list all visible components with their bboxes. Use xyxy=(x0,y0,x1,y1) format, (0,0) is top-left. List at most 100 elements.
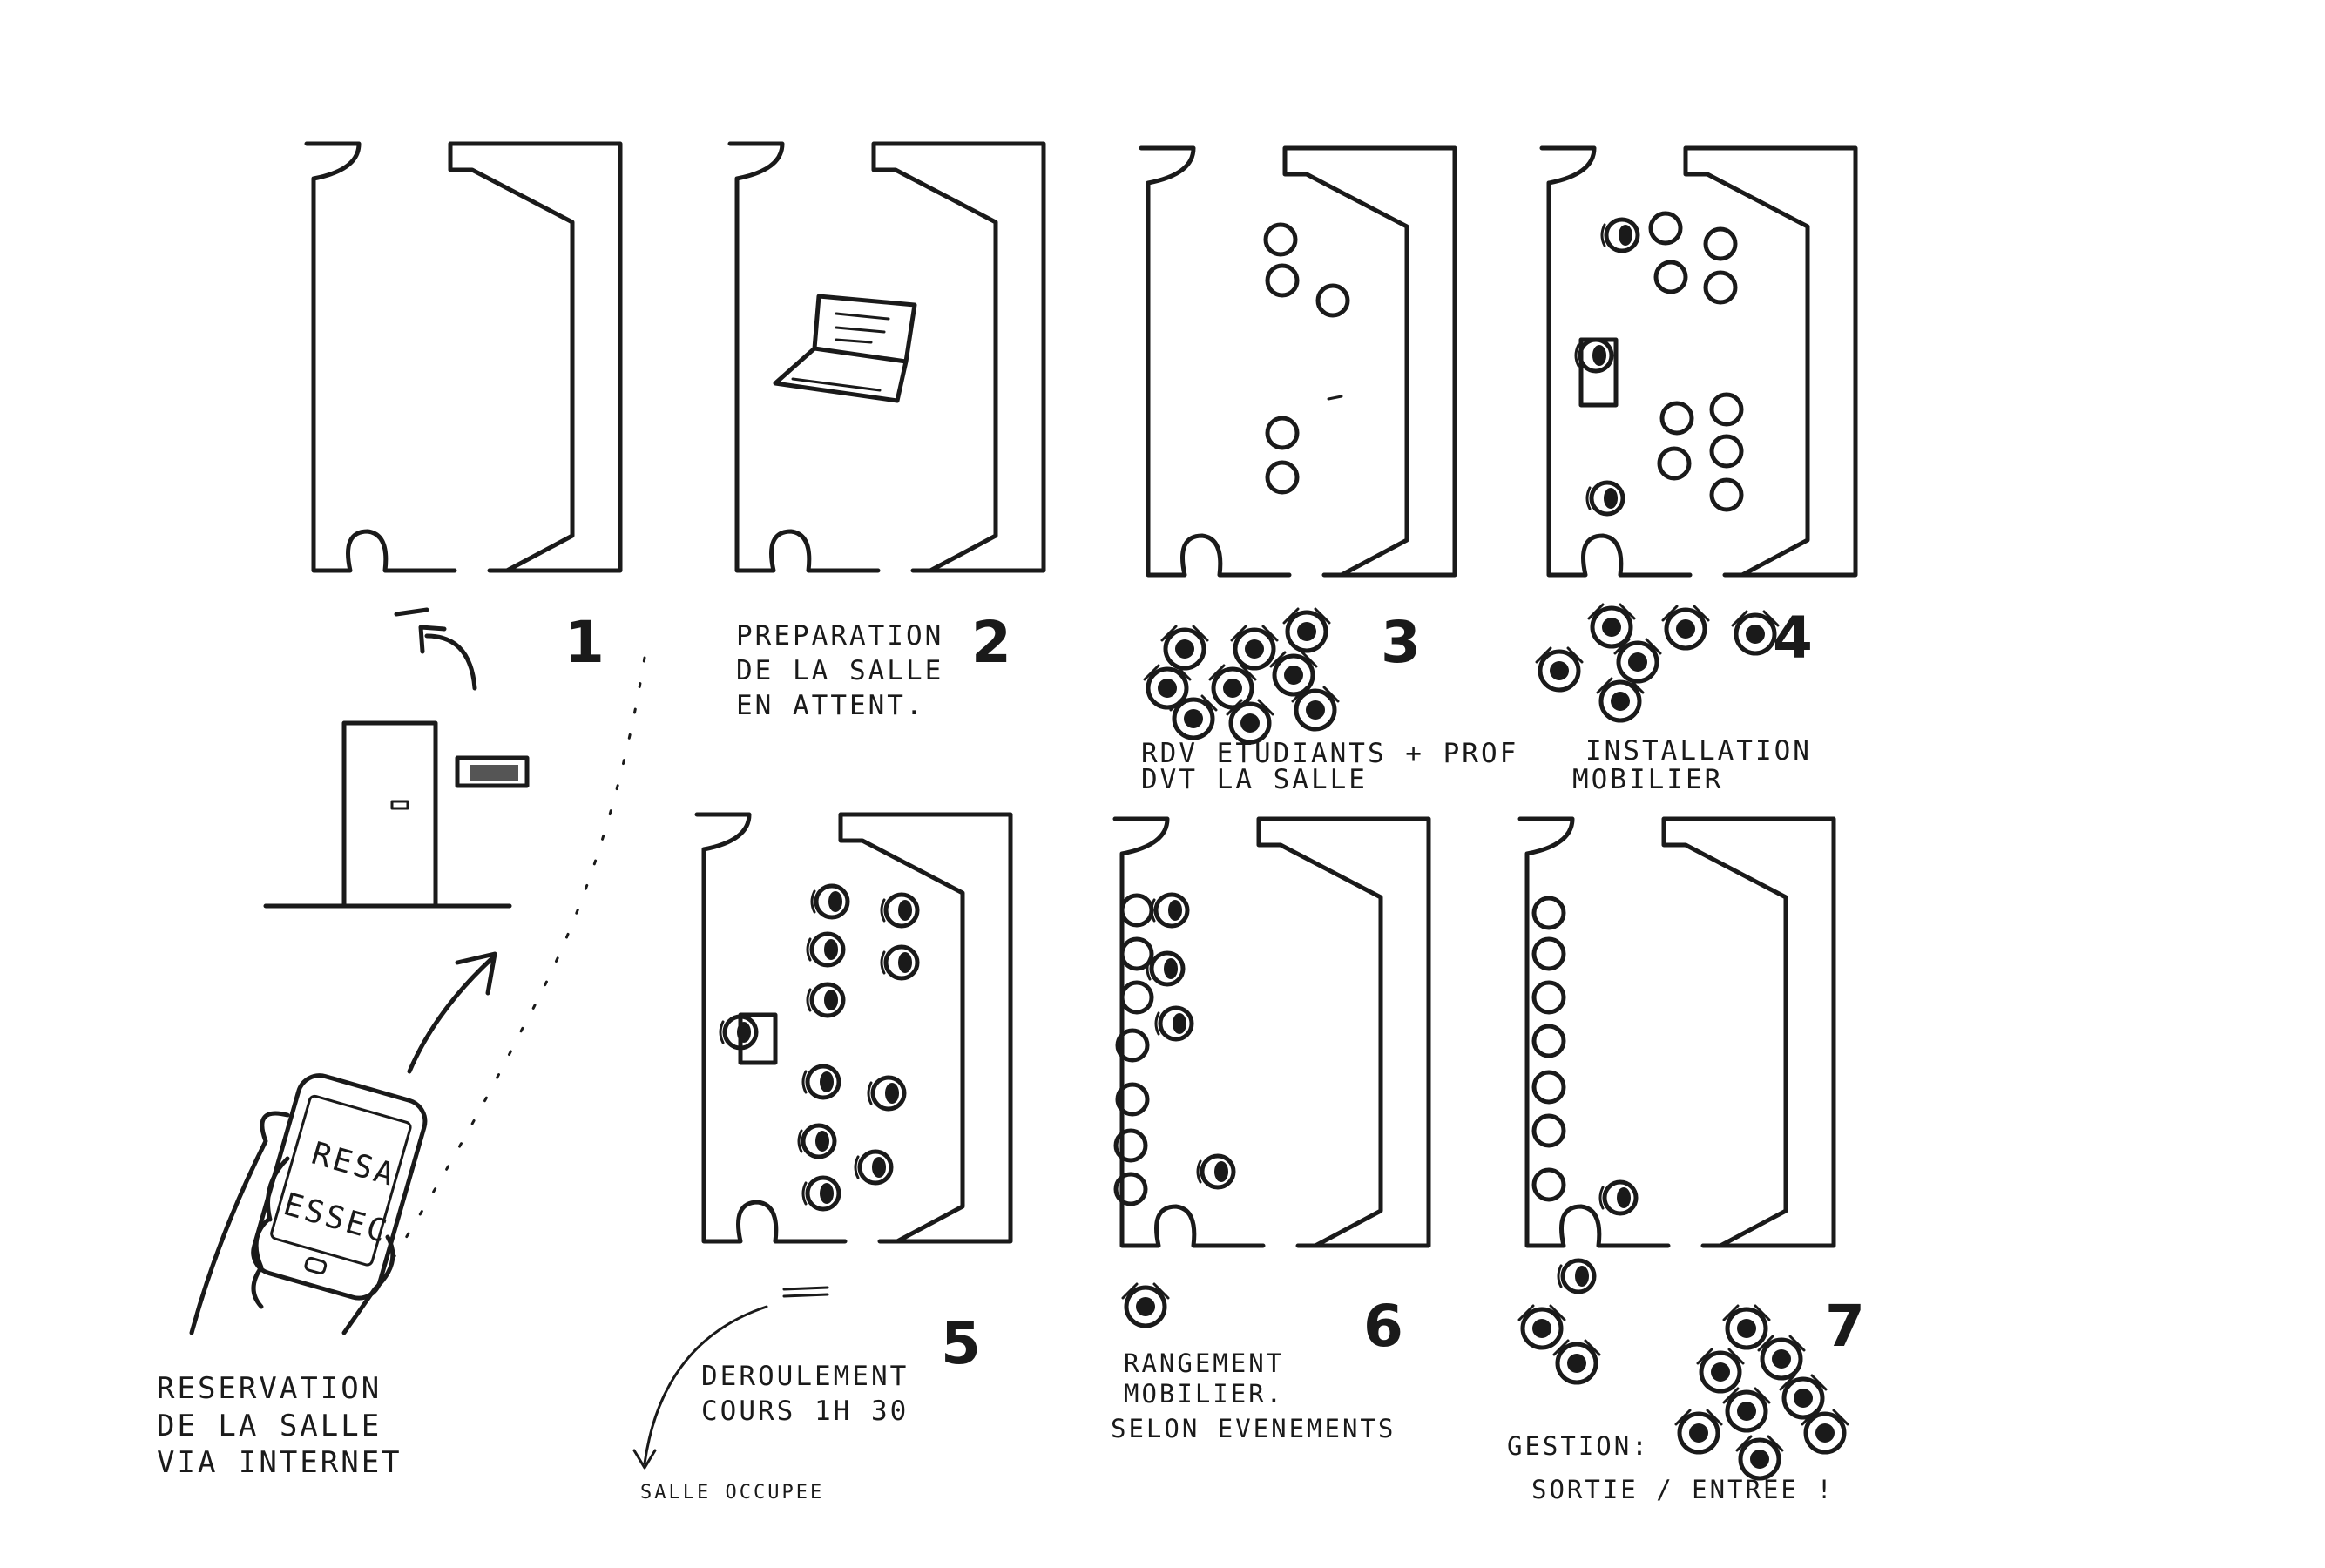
chair xyxy=(1651,213,1680,243)
panel-number: 3 xyxy=(1381,609,1421,676)
chair xyxy=(1534,939,1564,969)
person xyxy=(1698,1349,1743,1391)
panel-number: 6 xyxy=(1363,1293,1403,1360)
arrowhead xyxy=(632,1449,657,1470)
caption-line: INSTALLATION xyxy=(1585,735,1812,767)
room-plan-4 xyxy=(1542,148,1855,575)
panel-number: 2 xyxy=(971,609,1011,676)
chair xyxy=(1712,436,1741,466)
seated-person xyxy=(803,1066,839,1098)
note-arrow xyxy=(643,1305,768,1465)
caption-line: DE LA SALLE xyxy=(736,655,943,686)
person xyxy=(1232,626,1277,668)
person xyxy=(1615,639,1660,681)
person xyxy=(1724,1306,1769,1348)
person xyxy=(1519,1306,1565,1348)
seated-person xyxy=(812,886,848,917)
chair xyxy=(1712,480,1741,510)
panel-4: 4 INSTALLATION MOBILIER xyxy=(1537,148,1855,795)
person xyxy=(1781,1375,1826,1417)
teacher-desk xyxy=(1576,337,1619,408)
chair xyxy=(1534,983,1564,1012)
seated-person xyxy=(803,1178,839,1209)
person xyxy=(1284,609,1329,651)
seated-person xyxy=(1558,1260,1594,1292)
chair xyxy=(1267,463,1297,492)
person xyxy=(1598,679,1643,720)
person xyxy=(1759,1336,1804,1378)
caption-line: VIA INTERNET xyxy=(157,1445,402,1480)
phone-in-hand: RESA ESSEC xyxy=(189,1073,428,1335)
mark xyxy=(1327,395,1343,401)
chair xyxy=(1706,229,1735,259)
caption-line: COURS 1H 30 xyxy=(701,1396,909,1427)
seated-person xyxy=(1152,895,1187,926)
panel-number: 1 xyxy=(564,609,605,676)
caption-line: RESERVATION xyxy=(157,1371,382,1406)
person xyxy=(1227,700,1273,742)
panel-2: 2 PREPARATION DE LA SALLE EN ATTENT. xyxy=(730,144,1044,721)
caption-line: DVT LA SALLE xyxy=(1141,764,1368,795)
chair xyxy=(1706,273,1735,302)
person xyxy=(1676,1410,1721,1452)
entrance-elevation xyxy=(263,720,530,909)
seated-person xyxy=(1587,483,1623,514)
seated-person xyxy=(882,947,917,978)
panel-1: RESA ESSEC 1 RESERVATION DE LA SALLE VIA… xyxy=(157,144,646,1480)
person xyxy=(1724,1389,1769,1430)
caption-line: SORTIE / ENTREE ! xyxy=(1531,1475,1835,1504)
panel-7: 7 GESTION: SORTIE / ENTREE ! xyxy=(1507,819,1865,1504)
seated-person xyxy=(855,1152,891,1183)
person xyxy=(1210,666,1255,707)
chair xyxy=(1534,898,1564,928)
panel-3: 3 RDV ETUDIANTS + PROF DVT LA SALLE xyxy=(1141,148,1516,795)
chair xyxy=(1712,395,1741,424)
chair xyxy=(1534,1116,1564,1146)
caption-line: PREPARATION xyxy=(736,620,943,652)
person xyxy=(1162,626,1207,668)
caption-line: MOBILIER xyxy=(1572,764,1723,795)
arrowhead xyxy=(455,951,497,996)
chair xyxy=(1534,1072,1564,1102)
room-plan-3 xyxy=(1141,148,1455,575)
person xyxy=(1123,1284,1168,1326)
chair xyxy=(1122,896,1152,925)
caption-line: SELON EVENEMENTS xyxy=(1111,1414,1396,1443)
phone-screen-text-1: RESA xyxy=(308,1136,400,1194)
person xyxy=(1733,612,1778,653)
chair xyxy=(1122,983,1152,1012)
caption-line: GESTION: xyxy=(1507,1431,1650,1461)
person xyxy=(1271,652,1316,694)
arrowhead xyxy=(418,625,447,654)
caption-line: EN ATTENT. xyxy=(736,690,925,721)
person xyxy=(1663,606,1708,648)
seated-person xyxy=(808,934,843,965)
caption-line: MOBILIER. xyxy=(1124,1379,1284,1409)
person xyxy=(1737,1436,1782,1478)
chair xyxy=(1267,266,1297,295)
seated-person xyxy=(808,984,843,1016)
curved-arrow xyxy=(424,633,477,691)
seated-person xyxy=(1198,1156,1233,1187)
person xyxy=(1537,648,1582,690)
caption-line: RANGEMENT xyxy=(1124,1348,1284,1378)
chair xyxy=(1656,262,1686,292)
person xyxy=(1171,696,1216,738)
teacher-desk xyxy=(720,1012,778,1065)
room-plan-7 xyxy=(1520,819,1834,1246)
occupied-note: SALLE OCCUPEE xyxy=(640,1482,824,1504)
laptop-icon xyxy=(773,294,917,403)
up-arrow xyxy=(407,956,495,1074)
dotted-link xyxy=(355,656,646,1317)
seated-person xyxy=(882,895,917,926)
caption-line: DEROULEMENT xyxy=(701,1361,909,1392)
room-plan-1 xyxy=(307,144,620,571)
seated-person xyxy=(868,1078,904,1109)
person xyxy=(1802,1410,1848,1452)
seated-person xyxy=(1156,1008,1192,1039)
chair xyxy=(1534,1170,1564,1200)
seated-person xyxy=(1602,220,1638,251)
panel-number: 4 xyxy=(1773,605,1813,672)
chair xyxy=(1266,225,1295,254)
person xyxy=(1293,687,1338,729)
